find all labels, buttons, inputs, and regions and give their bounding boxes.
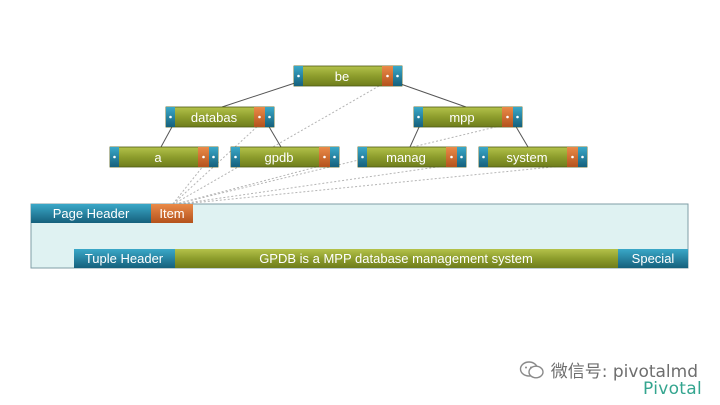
pivotal-logo: Pivotal [643,379,702,399]
item-pointers [171,81,573,206]
edge-be-mpp [394,81,467,108]
pointer-be [171,81,387,206]
pointer-manag [171,164,452,206]
wechat-icon [519,360,544,379]
node-label-databas: databas [191,110,238,125]
tuple-content-label: GPDB is a MPP database management system [259,251,533,266]
tuple-header-label: Tuple Header [85,251,164,266]
tuple-header: Tuple Header [74,249,175,268]
node-system: system [478,146,588,168]
page-header-label: Page Header [53,206,130,221]
edge-databas-a [160,124,174,148]
node-be: be [293,65,403,87]
edge-mpp-system [514,124,529,148]
tuple-content: GPDB is a MPP database management system [175,249,618,268]
item-label: Item [159,206,184,221]
node-label-mpp: mpp [449,110,474,125]
special-label: Special [632,251,675,266]
item-slot: Item [151,204,193,223]
edge-databas-gpdb [267,124,282,148]
node-manag: manag [357,146,467,168]
edge-mpp-manag [409,124,421,148]
pointer-system [171,164,573,206]
node-label-be: be [335,69,349,84]
pointer-mpp [171,123,509,206]
wechat-watermark: 微信号: pivotalmd [519,357,698,382]
node-gpdb: gpdb [230,146,340,168]
node-label-manag: manag [386,150,426,165]
pointer-gpdb [171,164,325,206]
edge-be-databas [221,81,299,108]
node-label-gpdb: gpdb [265,150,294,165]
node-a: a [109,146,219,168]
pointer-a [171,164,205,206]
node-label-a: a [154,150,162,165]
special-area: Special [618,249,688,268]
watermark-text: 微信号: pivotalmd [550,362,698,382]
page-layout: Page Header Item Tuple Header GPDB is a … [30,203,689,269]
node-mpp: mpp [413,106,523,128]
page-header: Page Header [31,204,151,223]
node-databas: databas [165,106,275,128]
node-label-system: system [506,150,547,165]
